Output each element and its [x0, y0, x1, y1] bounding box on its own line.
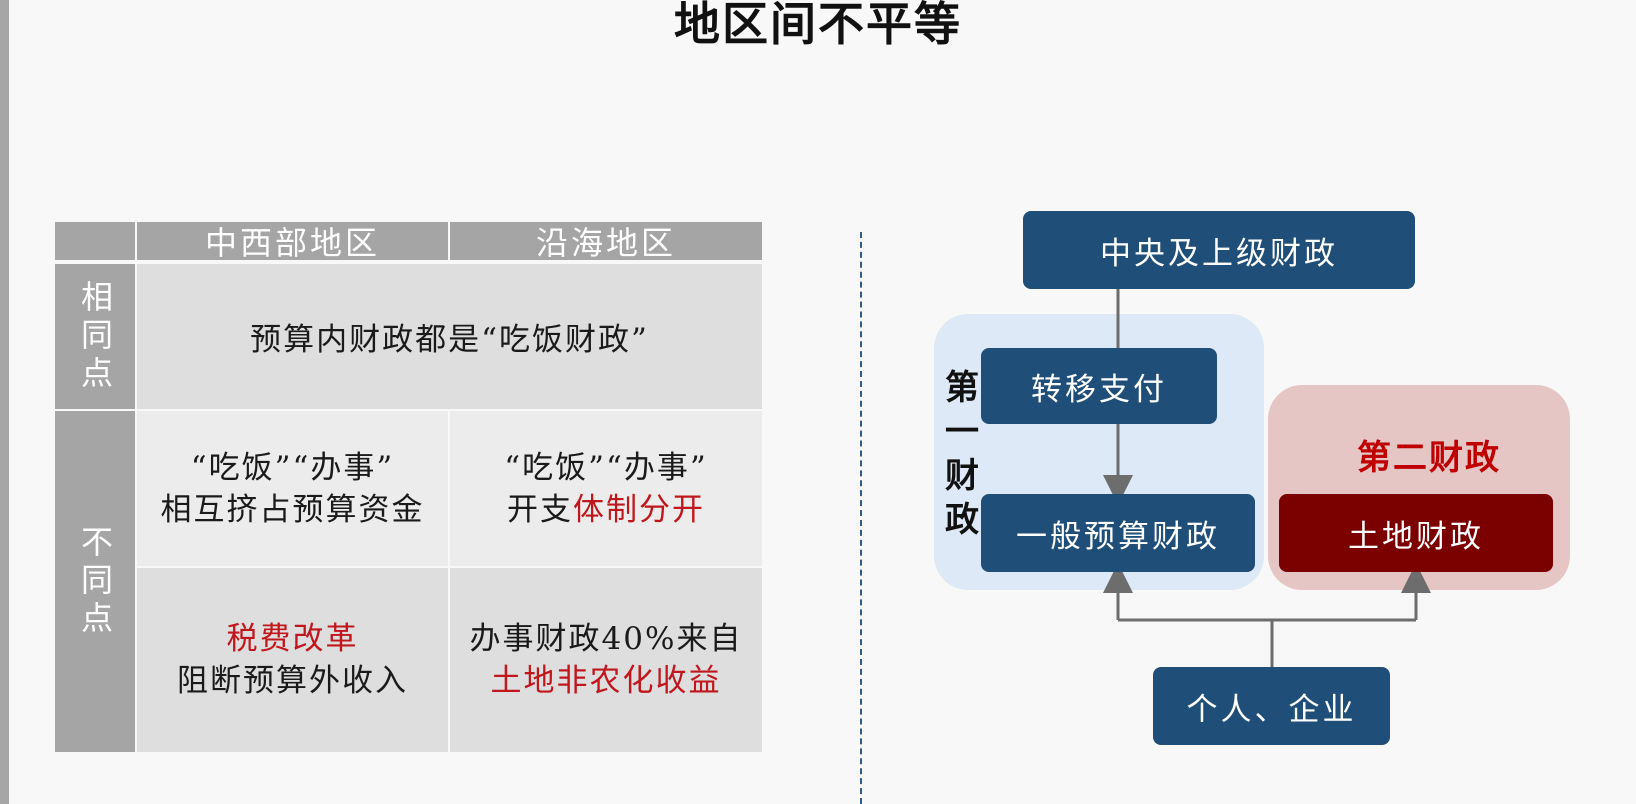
- label-char: 财: [945, 456, 979, 496]
- row-header-diff-text: 不同点: [76, 524, 114, 639]
- highlight-text: 体制分开: [573, 491, 705, 528]
- first-fiscal-label: 第 一 财 政: [942, 366, 982, 542]
- table-corner: [55, 222, 135, 260]
- diff-cell-coastal-2: 办事财政40%来自 土地非农化收益: [450, 568, 762, 752]
- window-edge: [0, 0, 9, 804]
- highlight-text: 土地非农化收益: [490, 663, 722, 699]
- slide-title: 地区间不平等: [674, 0, 962, 51]
- central-fiscal-box: 中央及上级财政: [1023, 211, 1415, 289]
- cell-line: 相互挤占预算资金: [160, 491, 425, 528]
- cell-line-mixed: 开支体制分开: [507, 489, 705, 531]
- label-char: 政: [945, 500, 979, 540]
- land-fiscal-box: 土地财政: [1279, 494, 1553, 572]
- label-char: 一: [945, 412, 979, 452]
- cell-line: “吃饭”“办事”: [190, 449, 395, 486]
- cell-line: “吃饭”“办事”: [504, 449, 708, 486]
- section-divider: [860, 232, 862, 804]
- diff-cell-central-west-1: “吃饭”“办事” 相互挤占预算资金: [137, 411, 448, 566]
- cell-line: 阻断预算外收入: [177, 663, 408, 699]
- col-header-central-west: 中西部地区: [137, 222, 448, 262]
- individuals-enterprises-box: 个人、企业: [1153, 667, 1390, 745]
- cell-text: 开支: [507, 491, 573, 528]
- row-header-diff: 不同点: [55, 411, 135, 752]
- row-header-same: 相同点: [55, 264, 135, 409]
- col-header-coastal: 沿海地区: [450, 222, 762, 262]
- row-header-same-text: 相同点: [76, 279, 114, 394]
- same-row-text: 预算内财政都是“吃饭财政”: [250, 322, 649, 358]
- same-row-cell: 预算内财政都是“吃饭财政”: [137, 264, 762, 409]
- transfer-payment-box: 转移支付: [981, 348, 1217, 424]
- diff-cell-central-west-2: 税费改革 阻断预算外收入: [137, 568, 448, 752]
- label-char: 第: [945, 368, 979, 408]
- second-fiscal-label: 第二财政: [1357, 438, 1501, 478]
- diff-cell-coastal-1: “吃饭”“办事” 开支体制分开: [450, 411, 762, 566]
- highlight-text: 税费改革: [226, 621, 359, 657]
- cell-line: 办事财政40%来自: [469, 621, 743, 657]
- general-budget-box: 一般预算财政: [981, 494, 1255, 572]
